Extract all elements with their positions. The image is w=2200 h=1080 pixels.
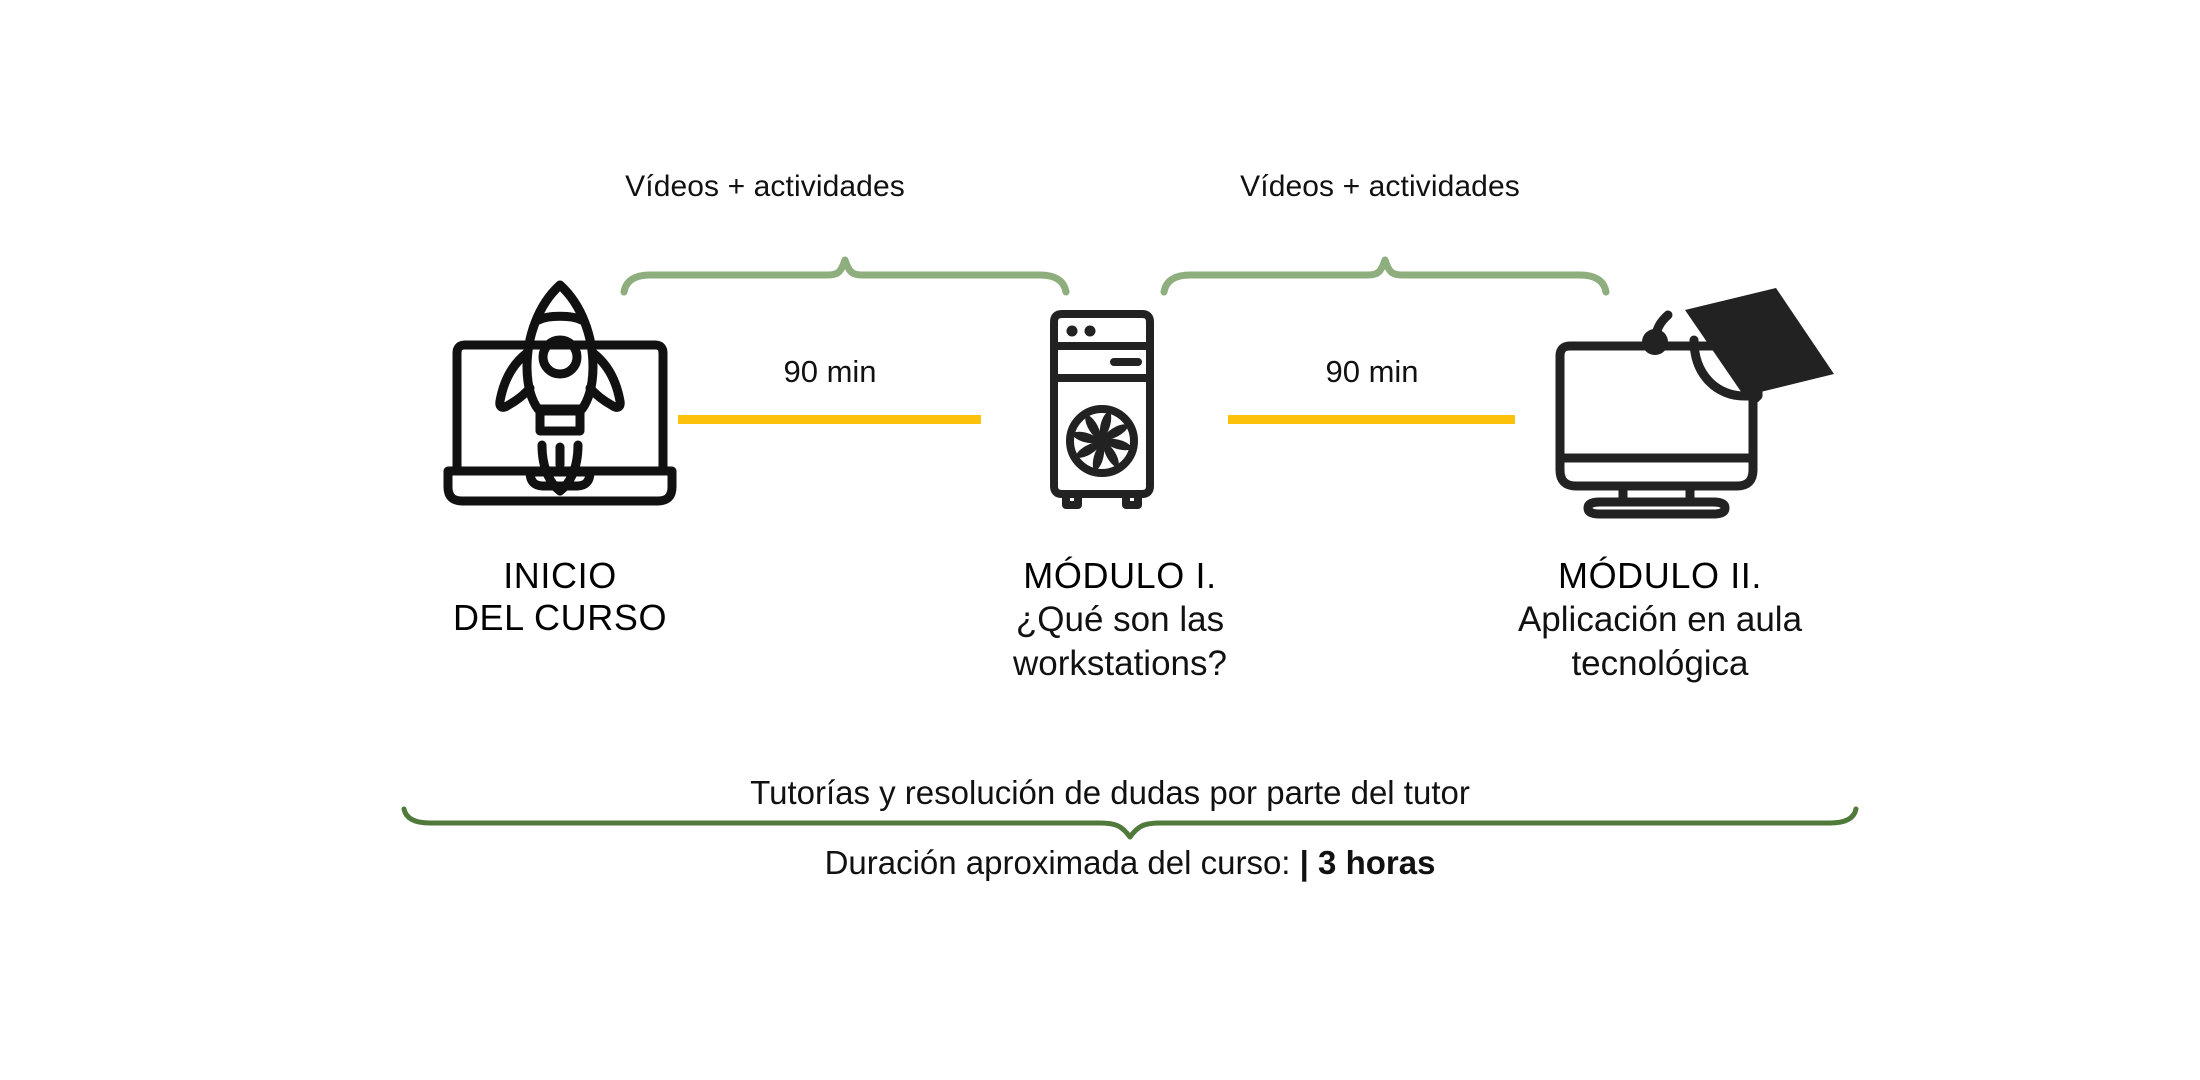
segment-1-brace-label: Vídeos + actividades [625,170,905,203]
footer-brace [400,805,1860,841]
node-inicio-icon-wrapper [430,275,690,515]
node-modulo-2-caption: MÓDULO II. Aplicación en aula tecnológic… [1440,555,1880,684]
segment-2-connector-bar [1228,415,1515,424]
segment-2-brace-label: Vídeos + actividades [1240,170,1520,203]
node-modulo-1-caption: MÓDULO I. ¿Qué son las workstations? [900,555,1340,684]
segment-1-connector-bar [678,415,981,424]
tower-led-1 [1066,325,1078,337]
segment-1-brace [620,250,1070,296]
tower-drive-slot [1110,358,1142,366]
node-modulo-1-subtitle-line-2: workstations? [1013,643,1227,683]
monitor-graduation-cap-icon [1555,288,1834,519]
footer-duration-prefix: Duración aproximada del curso: [824,844,1291,881]
segment-2-brace [1160,250,1610,296]
tower-fan-blades [1071,410,1133,472]
desktop-tower-icon [1050,310,1154,509]
node-modulo-2-title: MÓDULO II. [1557,555,1763,596]
node-modulo-2-subtitle-line-1: Aplicación en aula [1517,600,1803,640]
rocket-laptop-icon [443,280,677,506]
segment-1-duration-label: 90 min [783,354,877,389]
footer-tutoring-text: Tutorías y resolución de dudas por parte… [750,774,1470,811]
node-modulo-2-icon-wrapper [1548,280,1838,519]
mortarboard-top [1685,288,1834,396]
tower-led-2 [1084,325,1096,337]
footer-duration-separator: | [1299,844,1309,881]
footer-duration-text: Duración aproximada del curso: | 3 horas [400,844,1860,881]
node-modulo-1-subtitle-line-1: ¿Qué son las [1015,600,1225,640]
node-modulo-1-title: MÓDULO I. [1023,555,1217,596]
footer-duration-value: 3 horas [1318,844,1436,881]
node-modulo-1-icon-wrapper [1030,300,1210,515]
node-modulo-2-subtitle-line-2: tecnológica [1571,643,1749,683]
segment-2-duration-label: 90 min [1325,354,1419,389]
node-inicio-title-line-2: DEL CURSO [452,597,668,639]
node-inicio-title-line-1: INICIO [503,555,617,596]
tassel-knob [1642,329,1668,355]
node-inicio-caption: INICIO DEL CURSO [340,555,780,640]
